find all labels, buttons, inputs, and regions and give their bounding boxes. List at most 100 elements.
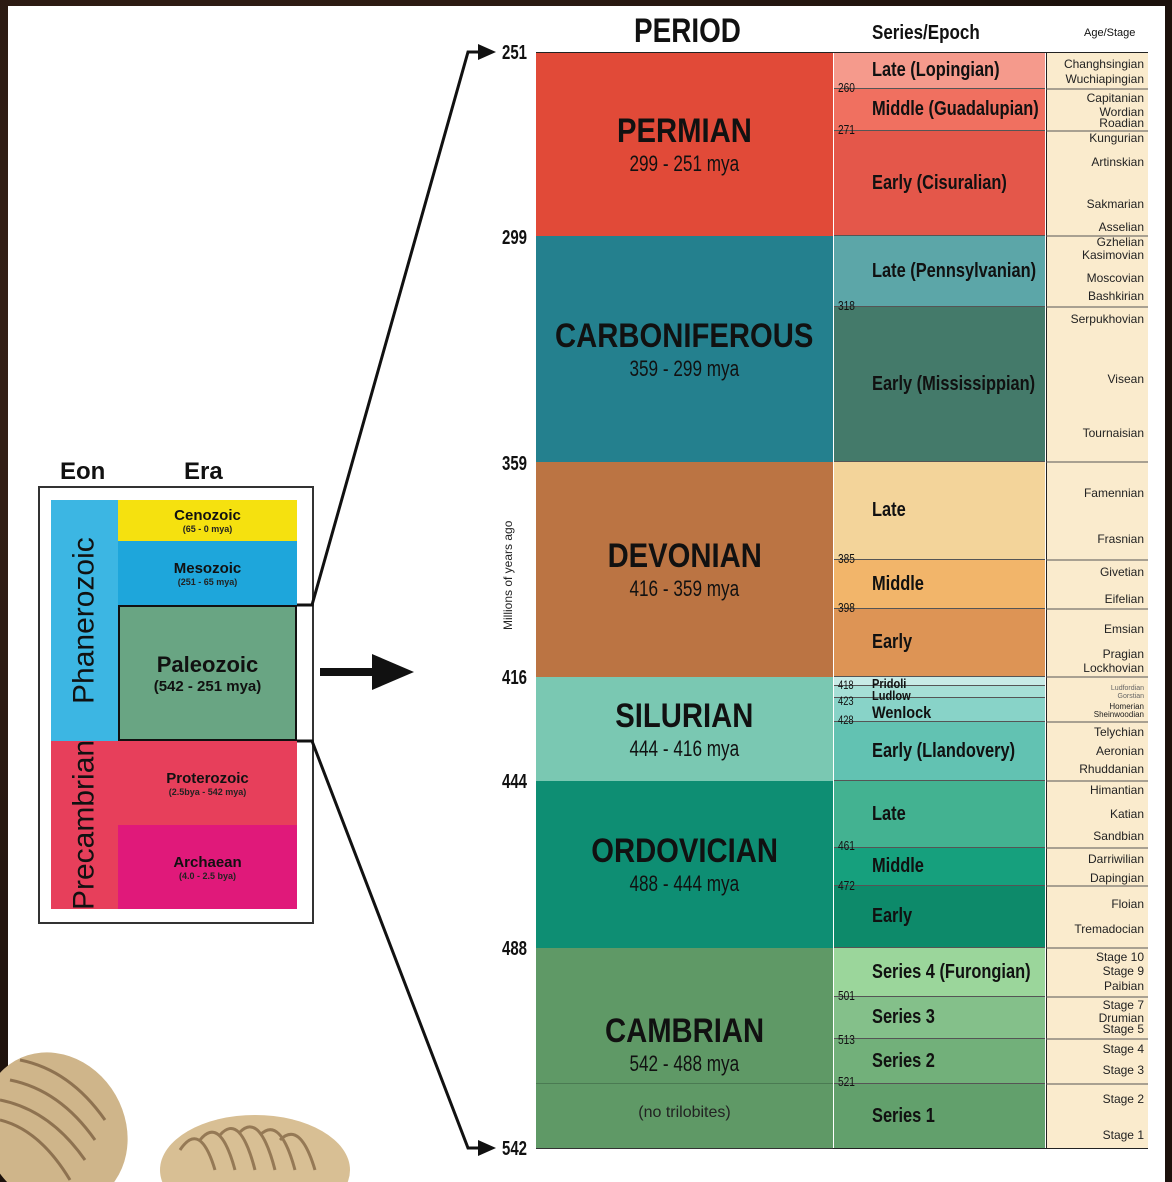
stage-label: Sandbian xyxy=(1093,829,1144,843)
stage-label: Givetian xyxy=(1099,565,1144,579)
series-ludlow xyxy=(834,686,1045,698)
axis-label: Millions of years ago xyxy=(501,520,515,630)
era-dates: (65 - 0 mya) xyxy=(182,524,233,534)
period-name: DEVONIAN xyxy=(607,537,762,575)
stage-label: Stage 4 xyxy=(1102,1042,1144,1056)
stage-dividers xyxy=(1046,88,1148,1085)
stage-label: Kungurian xyxy=(1089,131,1144,145)
stage-label: Sakmarian xyxy=(1086,197,1144,211)
series-late-pennsylvanian: Late (Pennsylvanian) xyxy=(834,236,1045,307)
period-permian: PERMIAN 299 - 251 mya xyxy=(536,53,833,237)
period-name: CAMBRIAN xyxy=(604,1012,765,1050)
stage-label: Drumian xyxy=(1098,1011,1144,1025)
era-dates: (251 - 65 mya) xyxy=(177,576,238,587)
stage-label: Wordian xyxy=(1099,105,1144,119)
series-devonian-early: Early xyxy=(834,609,1045,677)
period-dates: 488 - 444 mya xyxy=(629,871,740,896)
stage-label: Kasimovian xyxy=(1081,248,1144,262)
zoom-line-top xyxy=(297,50,488,607)
stage-label: Stage 10 xyxy=(1095,950,1144,964)
boundary-359: 359 xyxy=(502,453,528,475)
period-dates: 444 - 416 mya xyxy=(629,735,740,761)
series-boundary: 461 xyxy=(838,838,855,853)
series-pridoli xyxy=(834,677,1045,686)
stage-label: Bashkirian xyxy=(1087,289,1144,303)
series-boundary: 271 xyxy=(838,122,855,137)
zoom-line-bottom xyxy=(297,739,488,1150)
series-ludlow-label: Ludlow xyxy=(872,688,911,703)
period-carboniferous: CARBONIFEROUS 359 - 299 mya xyxy=(536,236,833,463)
era-archaean: Archaean (4.0 - 2.5 bya) xyxy=(118,825,297,909)
stage-label: Serpukhovian xyxy=(1070,312,1144,326)
stage-label: Asselian xyxy=(1098,220,1144,234)
period-silurian: SILURIAN 444 - 416 mya xyxy=(536,677,833,782)
series-boundary: 428 xyxy=(838,713,854,727)
period-name: SILURIAN xyxy=(615,696,754,735)
period-dates: 359 - 299 mya xyxy=(629,355,740,381)
stage-label: Stage 7 xyxy=(1102,998,1144,1012)
era-name: Proterozoic xyxy=(166,769,249,787)
stage-label: Eifelian xyxy=(1104,592,1144,606)
stage-label: Stage 5 xyxy=(1102,1022,1144,1036)
era-cenozoic: Cenozoic (65 - 0 mya) xyxy=(118,500,297,541)
stage-label: Darriwilian xyxy=(1087,852,1144,866)
arrowhead-top-icon xyxy=(478,44,496,60)
stage-label: Himantian xyxy=(1089,783,1144,797)
stage-label: Floian xyxy=(1111,897,1144,911)
series-boundary: 472 xyxy=(838,878,855,893)
series-4-furongian: Series 4 (Furongian) xyxy=(834,948,1045,997)
series-middle-guadalupian: Middle (Guadalupian) xyxy=(834,89,1045,131)
era-paleozoic: Paleozoic (542 - 251 mya) xyxy=(118,605,297,741)
period-devonian: DEVONIAN 416 - 359 mya xyxy=(536,462,833,678)
eon-precambrian xyxy=(51,741,118,909)
stage-label: Lockhovian xyxy=(1083,661,1144,675)
series-boundary: 423 xyxy=(838,694,854,708)
stage-label: Tremadocian xyxy=(1074,922,1144,936)
stage-label: Sheinwoodian xyxy=(1093,710,1144,719)
stage-label: Stage 1 xyxy=(1102,1128,1144,1142)
period-dates: 299 - 251 mya xyxy=(629,151,740,176)
series-2: Series 2 xyxy=(834,1039,1045,1084)
period-name: ORDOVICIAN xyxy=(591,832,778,870)
series-1: Series 1 xyxy=(834,1084,1045,1148)
stage-label: Gorstian xyxy=(1117,693,1144,700)
period-header: PERIOD xyxy=(634,12,741,50)
series-boundary: 521 xyxy=(838,1074,855,1089)
stage-label: Pragian xyxy=(1102,647,1144,661)
era-header: Era xyxy=(184,458,223,485)
series-header: Series/Epoch xyxy=(872,22,980,44)
stage-label: Changhsingian xyxy=(1063,57,1144,71)
series-boundary: 398 xyxy=(838,600,855,615)
arrow-right-icon xyxy=(372,654,414,690)
stage-label: Gzhelian xyxy=(1096,235,1144,249)
boundary-542: 542 xyxy=(502,1138,528,1160)
stage-label: Homerian xyxy=(1109,702,1144,711)
period-cambrian: CAMBRIAN 542 - 488 mya (no trilobites) xyxy=(536,948,833,1149)
series-boundary: 318 xyxy=(838,298,855,313)
trilobite-fossils xyxy=(0,1052,350,1182)
boundary-444: 444 xyxy=(502,771,528,793)
stage-label: Stage 3 xyxy=(1102,1063,1144,1077)
stage-label: Moscovian xyxy=(1086,271,1144,285)
eon-phanerozoic xyxy=(51,500,118,741)
stage-label: Roadian xyxy=(1099,116,1144,130)
era-dates: (542 - 251 mya) xyxy=(153,677,262,695)
series-devonian-late: Late xyxy=(834,462,1045,560)
series-boundary: 260 xyxy=(838,80,855,95)
era-name: Cenozoic xyxy=(174,507,241,524)
era-dates: (2.5bya - 542 mya) xyxy=(168,786,247,797)
stage-label: Visean xyxy=(1107,372,1144,386)
stage-label: Tournaisian xyxy=(1082,426,1144,440)
period-dates: 416 - 359 mya xyxy=(629,576,740,601)
era-name: Mesozoic xyxy=(173,559,242,577)
stage-label: Frasnian xyxy=(1097,532,1144,546)
series-early-mississippian: Early (Mississippian) xyxy=(834,307,1045,462)
stage-label: Capitanian xyxy=(1086,91,1144,105)
era-name: Archaean xyxy=(173,853,242,871)
stage-label: Rhuddanian xyxy=(1079,762,1144,776)
era-name: Paleozoic xyxy=(156,651,259,677)
series-3: Series 3 xyxy=(834,997,1045,1039)
boundary-416: 416 xyxy=(502,667,528,689)
series-boundary: 418 xyxy=(838,678,854,692)
